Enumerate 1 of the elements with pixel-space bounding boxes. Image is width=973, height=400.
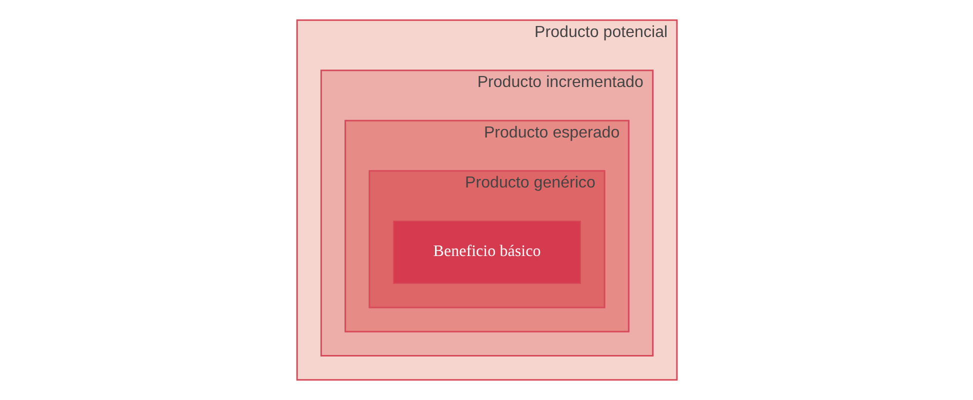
node-box: Beneficio básico: [392, 220, 580, 284]
